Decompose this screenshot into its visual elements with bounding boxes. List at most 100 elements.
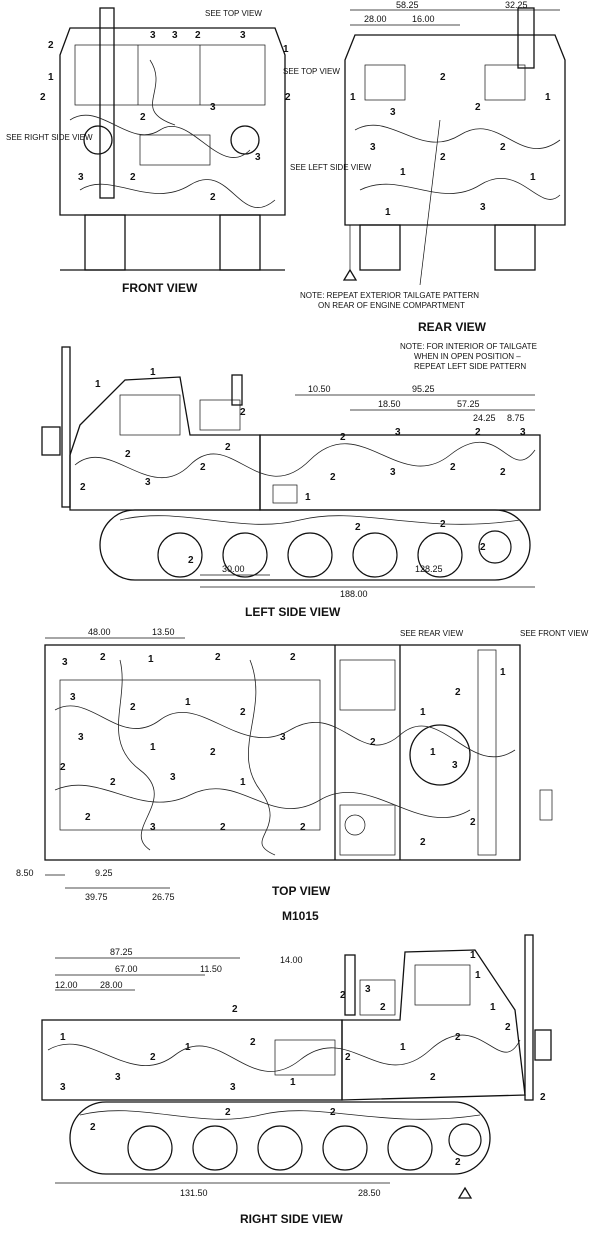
right-road-wheel-4 xyxy=(322,1125,368,1171)
rear-note-line-1: NOTE: REPEAT EXTERIOR TAILGATE PATTERN xyxy=(300,291,479,300)
svg-text:2: 2 xyxy=(455,1032,461,1043)
top-view-model: M1015 xyxy=(282,909,319,923)
rear-note-line-2: ON REAR OF ENGINE COMPARTMENT xyxy=(318,301,465,310)
svg-text:1: 1 xyxy=(150,742,156,753)
right-side-view: 1 1 2 3 2 2 1 2 1 2 1 2 2 1 2 3 3 3 1 2 … xyxy=(0,930,600,1231)
svg-text:2: 2 xyxy=(225,442,231,453)
svg-text:1: 1 xyxy=(148,654,154,665)
svg-text:2: 2 xyxy=(455,687,461,698)
svg-text:2: 2 xyxy=(330,1107,336,1118)
left-front-light xyxy=(41,426,61,456)
svg-text:2: 2 xyxy=(300,822,306,833)
svg-text:1: 1 xyxy=(185,697,191,708)
svg-text:3: 3 xyxy=(365,984,371,995)
left-track xyxy=(99,509,531,581)
left-cab-window xyxy=(119,394,181,436)
left-side-view: 1 1 2 2 2 2 2 3 2 3 2 3 2 3 2 2 2 2 2 2 … xyxy=(0,335,600,620)
svg-text:1: 1 xyxy=(385,207,391,218)
left-note-line-1: NOTE: FOR INTERIOR OF TAILGATE xyxy=(400,342,537,351)
svg-text:2: 2 xyxy=(340,990,346,1001)
right-track xyxy=(69,1101,491,1175)
svg-text:3: 3 xyxy=(115,1072,121,1083)
front-cab-outline xyxy=(59,27,286,216)
svg-text:3: 3 xyxy=(70,692,76,703)
left-dim-7: 30.00 xyxy=(222,564,245,574)
svg-text:1: 1 xyxy=(48,72,54,83)
svg-text:1: 1 xyxy=(305,492,311,503)
top-view-drawing: 3 2 1 2 2 3 2 1 2 3 1 2 3 2 2 3 1 2 3 2 … xyxy=(16,627,589,923)
svg-text:3: 3 xyxy=(150,30,156,41)
right-side-panel xyxy=(274,1039,336,1076)
svg-text:3: 3 xyxy=(520,427,526,438)
svg-text:3: 3 xyxy=(390,467,396,478)
svg-text:2: 2 xyxy=(210,192,216,203)
svg-text:3: 3 xyxy=(62,657,68,668)
right-side-view-caption: RIGHT SIDE VIEW xyxy=(240,1212,343,1226)
svg-text:1: 1 xyxy=(60,1032,66,1043)
right-cargo-body xyxy=(41,1019,343,1101)
rear-dim-3: 28.00 xyxy=(364,14,387,24)
svg-text:2: 2 xyxy=(480,542,486,553)
svg-text:2: 2 xyxy=(130,702,136,713)
right-cab-box xyxy=(359,979,396,1016)
svg-text:3: 3 xyxy=(170,772,176,783)
svg-text:2: 2 xyxy=(220,822,226,833)
left-dim-4: 57.25 xyxy=(457,399,480,409)
left-side-view-caption: LEFT SIDE VIEW xyxy=(245,605,341,619)
svg-text:1: 1 xyxy=(400,167,406,178)
svg-text:3: 3 xyxy=(78,732,84,743)
svg-text:2: 2 xyxy=(455,1157,461,1168)
svg-text:2: 2 xyxy=(500,467,506,478)
svg-text:3: 3 xyxy=(60,1082,66,1093)
left-cab-box xyxy=(199,399,241,431)
svg-text:2: 2 xyxy=(90,1122,96,1133)
front-view-caption: FRONT VIEW xyxy=(122,281,198,295)
top-dim-6: 26.75 xyxy=(152,892,175,902)
left-road-wheel-1 xyxy=(157,532,203,578)
right-side-view-drawing: 1 1 2 3 2 2 1 2 1 2 1 2 2 1 2 3 3 3 1 2 … xyxy=(41,934,552,1226)
svg-text:2: 2 xyxy=(450,462,456,473)
svg-text:3: 3 xyxy=(255,152,261,163)
rear-dim-2: 32.25 xyxy=(505,0,528,10)
left-road-wheel-5 xyxy=(417,532,463,578)
svg-text:2: 2 xyxy=(500,142,506,153)
front-view-drawing: 2 3 3 2 3 1 2 2 1 2 3 2 2 3 3 SEE TOP VI… xyxy=(6,7,372,295)
right-cab-outline xyxy=(341,949,526,1101)
rear-ground-marker-icon xyxy=(342,268,358,281)
svg-text:1: 1 xyxy=(185,1042,191,1053)
svg-text:1: 1 xyxy=(530,172,536,183)
svg-text:1: 1 xyxy=(545,92,551,103)
svg-text:2: 2 xyxy=(130,172,136,183)
left-road-wheel-4 xyxy=(352,532,398,578)
left-dim-2: 95.25 xyxy=(412,384,435,394)
top-dim-2: 13.50 xyxy=(152,627,175,637)
rear-dim-1: 58.25 xyxy=(396,0,419,10)
svg-text:1: 1 xyxy=(420,707,426,718)
right-road-wheel-2 xyxy=(192,1125,238,1171)
top-hatch-front xyxy=(339,804,396,856)
left-note-line-3: REPEAT LEFT SIDE PATTERN xyxy=(414,362,526,371)
svg-text:3: 3 xyxy=(145,477,151,488)
left-stack xyxy=(231,374,243,406)
svg-text:3: 3 xyxy=(480,202,486,213)
svg-text:2: 2 xyxy=(540,1092,546,1103)
rear-left-window xyxy=(364,64,406,101)
svg-text:2: 2 xyxy=(225,1107,231,1118)
svg-text:2: 2 xyxy=(60,762,66,773)
svg-text:2: 2 xyxy=(85,812,91,823)
rear-body-outline xyxy=(344,34,566,226)
rear-dim-4: 16.00 xyxy=(412,14,435,24)
svg-text:2: 2 xyxy=(430,1072,436,1083)
svg-text:2: 2 xyxy=(475,102,481,113)
front-exhaust-stack xyxy=(99,7,115,199)
top-dim-1: 48.00 xyxy=(88,627,111,637)
right-dim-1: 87.25 xyxy=(110,947,133,957)
svg-text:1: 1 xyxy=(475,970,481,981)
top-cargo-bed xyxy=(59,679,321,831)
right-road-wheel-1 xyxy=(127,1125,173,1171)
front-left-headlight xyxy=(83,125,113,155)
left-dim-1: 10.50 xyxy=(308,384,331,394)
svg-text:1: 1 xyxy=(350,92,356,103)
rear-left-track xyxy=(359,224,401,271)
svg-text:1: 1 xyxy=(290,1077,296,1088)
